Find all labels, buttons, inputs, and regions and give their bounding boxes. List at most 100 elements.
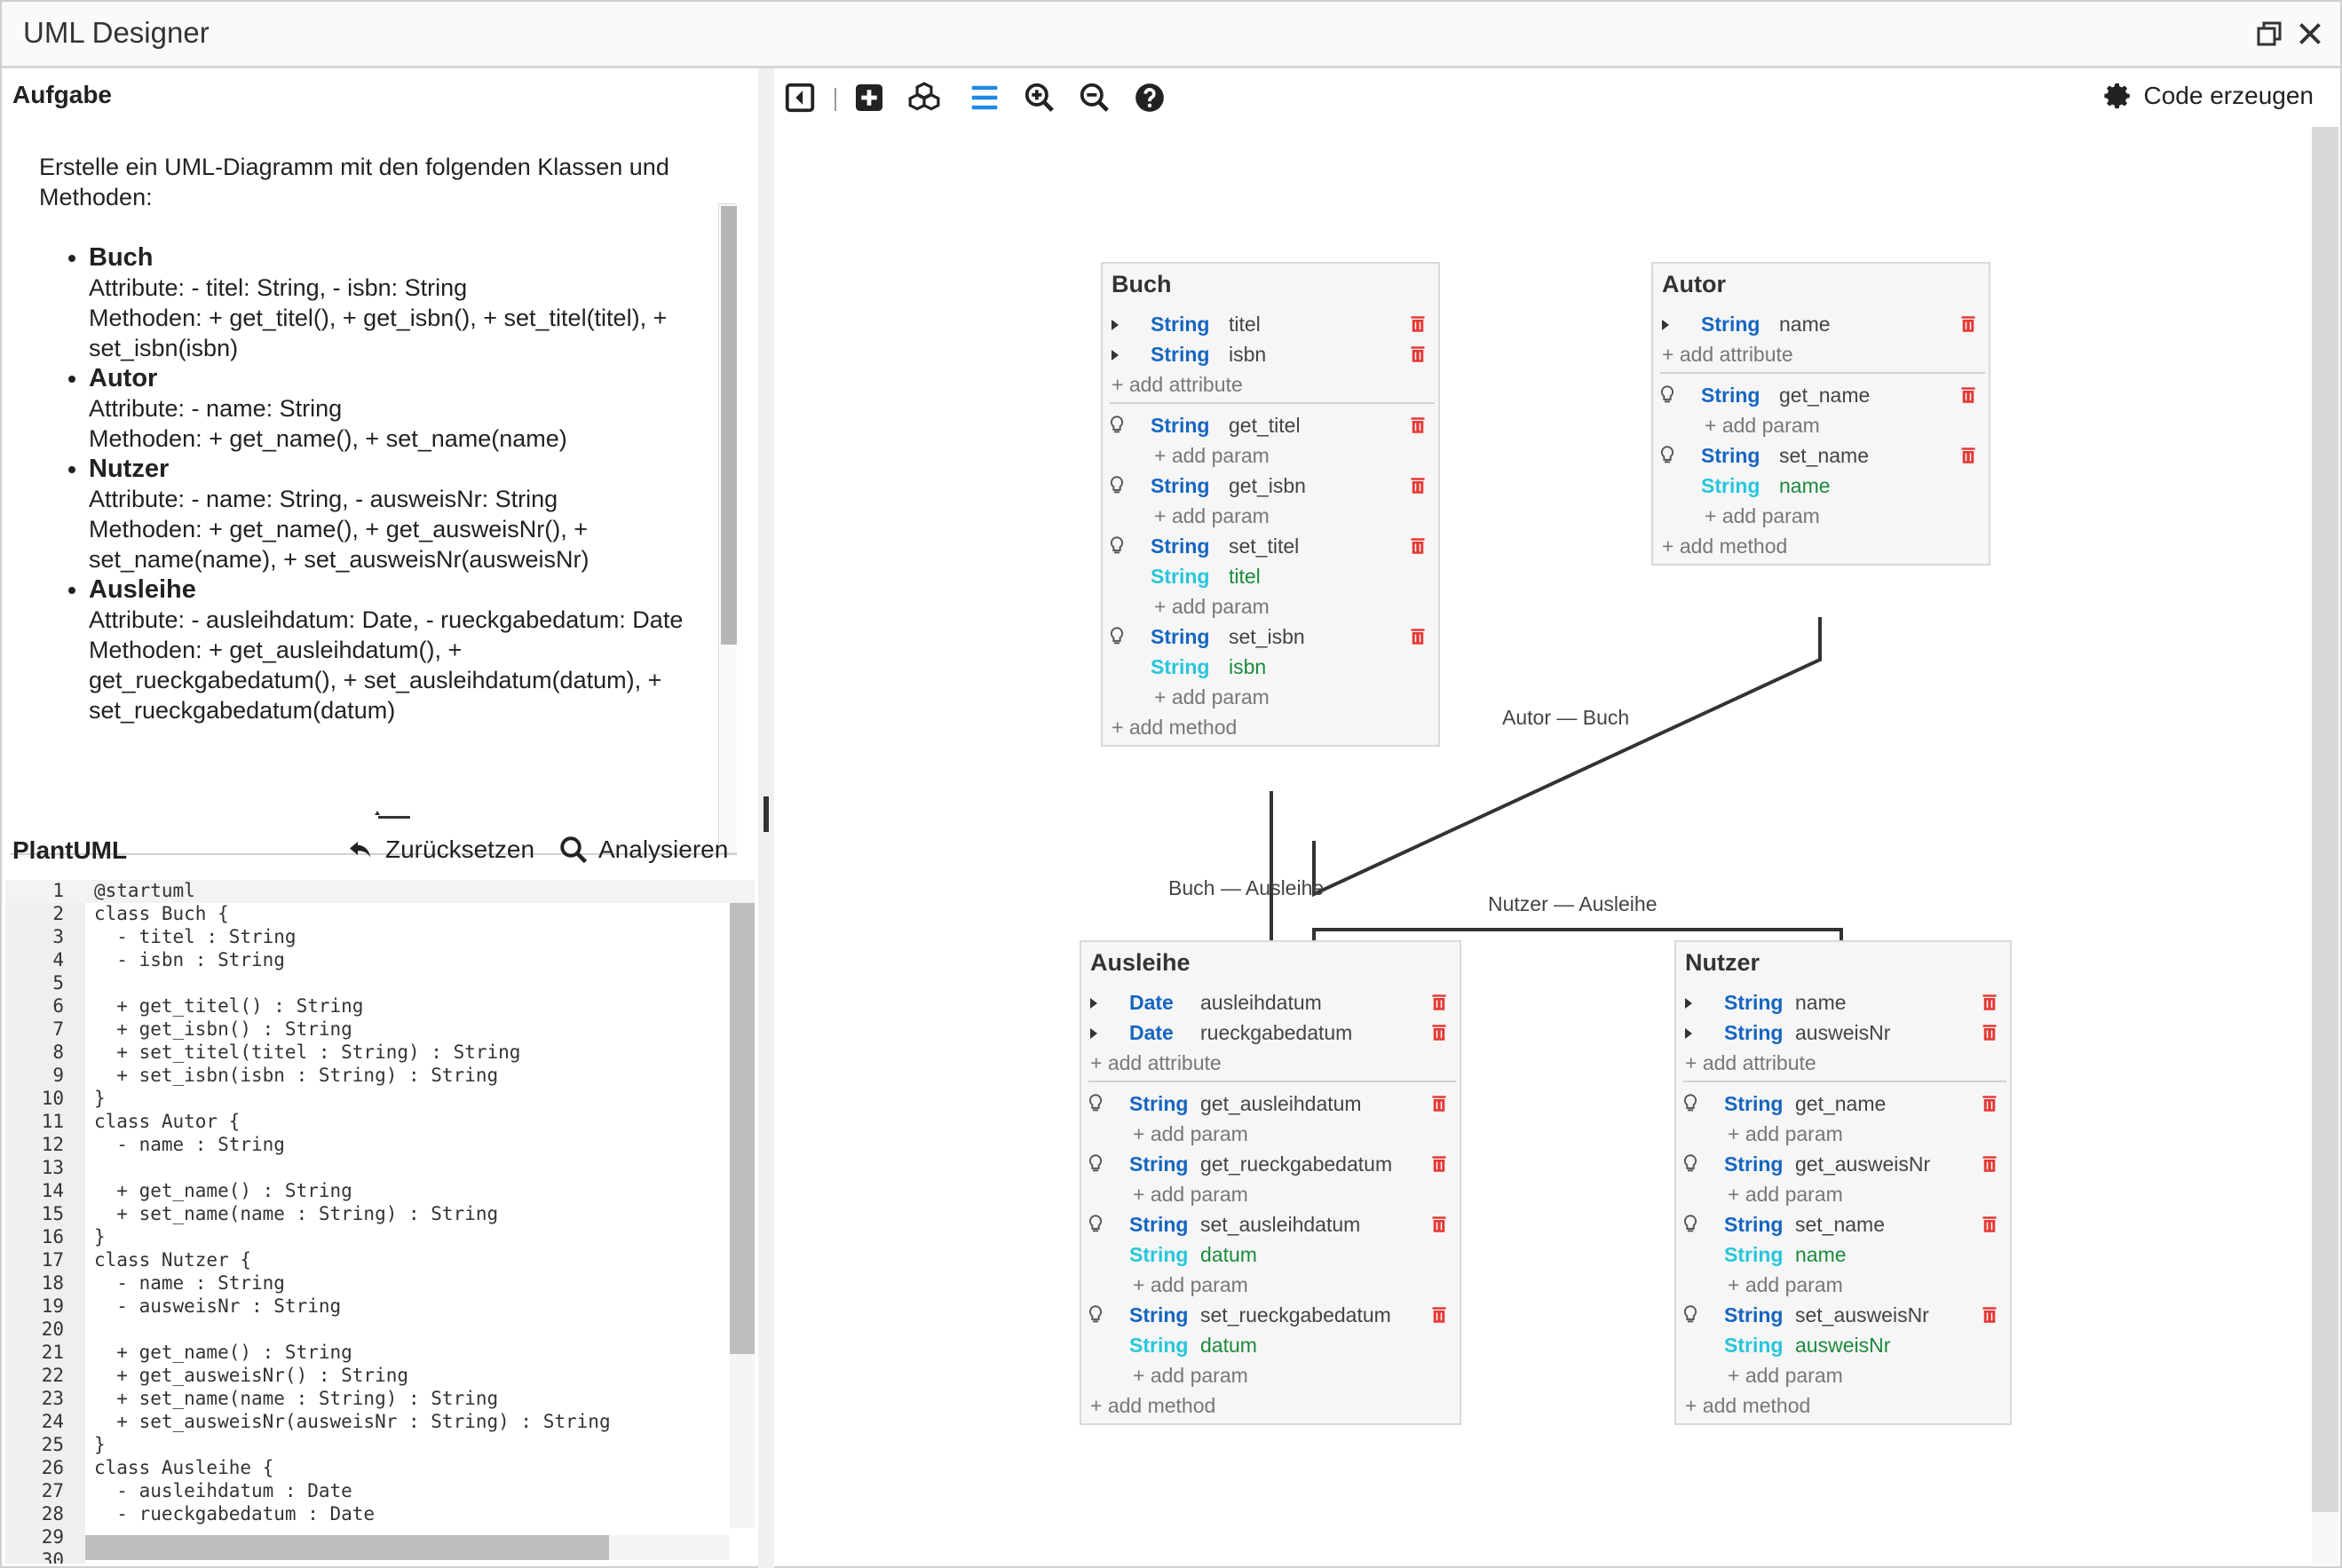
- add-param-link[interactable]: + add param: [1705, 504, 1820, 527]
- param-type[interactable]: String: [1129, 1334, 1189, 1357]
- param-name[interactable]: isbn: [1229, 655, 1267, 678]
- param-name[interactable]: ausweisNr: [1795, 1334, 1891, 1357]
- lightbulb-icon[interactable]: [1659, 446, 1675, 465]
- add-param-link[interactable]: + add param: [1728, 1122, 1843, 1145]
- code-text[interactable]: class Buch {: [94, 903, 229, 924]
- delete-icon[interactable]: [1431, 1095, 1447, 1113]
- code-line[interactable]: 28 - rueckgabedatum : Date: [5, 1503, 755, 1526]
- code-text[interactable]: - titel : String: [94, 926, 297, 947]
- method-return-type[interactable]: String: [1151, 474, 1210, 497]
- delete-icon[interactable]: [1410, 628, 1426, 645]
- attribute-type[interactable]: String: [1151, 313, 1210, 336]
- editor-horizontal-thumb[interactable]: [85, 1535, 609, 1560]
- restore-icon[interactable]: [2253, 18, 2285, 50]
- code-text[interactable]: + get_ausweisNr() : String: [94, 1365, 409, 1386]
- delete-icon[interactable]: [1431, 1155, 1447, 1173]
- delete-icon[interactable]: [1982, 994, 1998, 1011]
- add-param-link[interactable]: + add param: [1133, 1273, 1248, 1296]
- delete-icon[interactable]: [1960, 447, 1976, 464]
- param-row[interactable]: String isbn: [1103, 653, 1438, 681]
- delete-icon[interactable]: [1960, 315, 1976, 333]
- delete-icon[interactable]: [1982, 1155, 1998, 1173]
- code-line[interactable]: 4 - isbn : String: [5, 949, 755, 972]
- close-icon[interactable]: [2294, 18, 2326, 50]
- code-text[interactable]: class Autor {: [94, 1111, 241, 1132]
- delete-icon[interactable]: [1431, 1216, 1447, 1233]
- method-return-type[interactable]: String: [1151, 625, 1210, 648]
- task-scrollbar-thumb[interactable]: [721, 206, 737, 645]
- add-attribute-link[interactable]: + add attribute: [1662, 343, 1793, 366]
- code-text[interactable]: - rueckgabedatum : Date: [94, 1503, 376, 1524]
- code-text[interactable]: class Nutzer {: [94, 1249, 252, 1271]
- param-name[interactable]: titel: [1229, 565, 1261, 588]
- attribute-type[interactable]: String: [1724, 1021, 1784, 1044]
- add-param-link[interactable]: + add param: [1154, 685, 1270, 709]
- add-param-link[interactable]: + add param: [1728, 1364, 1843, 1387]
- add-method-link[interactable]: + add method: [1662, 535, 1788, 558]
- code-line[interactable]: 22 + get_ausweisNr() : String: [5, 1365, 755, 1388]
- expand-arrow-icon[interactable]: [1685, 1028, 1692, 1039]
- delete-icon[interactable]: [1431, 994, 1447, 1011]
- method-return-type[interactable]: String: [1724, 1303, 1784, 1326]
- method-return-type[interactable]: String: [1151, 535, 1210, 558]
- param-type[interactable]: String: [1151, 655, 1210, 678]
- reset-button[interactable]: Zurücksetzen: [344, 830, 534, 869]
- code-line[interactable]: 8 + set_titel(titel : String) : String: [5, 1041, 755, 1065]
- delete-icon[interactable]: [1410, 416, 1426, 434]
- param-name[interactable]: datum: [1200, 1334, 1257, 1357]
- vertical-divider[interactable]: [758, 68, 774, 1568]
- method-name[interactable]: set_name: [1795, 1213, 1886, 1236]
- add-param-link[interactable]: + add param: [1133, 1122, 1248, 1145]
- param-type[interactable]: String: [1724, 1334, 1784, 1357]
- code-line[interactable]: 19 - ausweisNr : String: [5, 1295, 755, 1319]
- expand-arrow-icon[interactable]: [1112, 350, 1119, 360]
- delete-icon[interactable]: [1982, 1095, 1998, 1113]
- code-line[interactable]: 5: [5, 972, 755, 995]
- code-line[interactable]: 1@startuml: [5, 880, 755, 903]
- delete-icon[interactable]: [1410, 537, 1426, 555]
- lightbulb-icon[interactable]: [1088, 1215, 1104, 1234]
- lightbulb-icon[interactable]: [1109, 536, 1125, 556]
- code-line[interactable]: 23 + set_name(name : String) : String: [5, 1388, 755, 1411]
- code-text[interactable]: + get_name() : String: [94, 1342, 352, 1363]
- attribute-name[interactable]: name: [1779, 313, 1831, 336]
- code-text[interactable]: }: [94, 1434, 106, 1455]
- code-text[interactable]: - name : String: [94, 1272, 285, 1294]
- method-name[interactable]: set_titel: [1229, 535, 1300, 558]
- expand-arrow-icon[interactable]: [1090, 998, 1097, 1009]
- add-param-link[interactable]: + add param: [1154, 595, 1270, 618]
- attribute-type[interactable]: String: [1701, 313, 1760, 336]
- expand-arrow-icon[interactable]: [1685, 998, 1692, 1009]
- lightbulb-icon[interactable]: [1088, 1094, 1104, 1113]
- delete-icon[interactable]: [1960, 386, 1976, 404]
- code-text[interactable]: - name : String: [94, 1134, 285, 1155]
- code-line[interactable]: 27 - ausleihdatum : Date: [5, 1480, 755, 1503]
- attribute-type[interactable]: Date: [1129, 991, 1174, 1014]
- class-name[interactable]: Buch: [1112, 271, 1172, 297]
- canvas-scrollbar-thumb[interactable]: [2312, 127, 2338, 1512]
- method-return-type[interactable]: String: [1129, 1092, 1189, 1115]
- attribute-name[interactable]: isbn: [1229, 343, 1267, 366]
- code-line[interactable]: 14 + get_name() : String: [5, 1180, 755, 1203]
- method-name[interactable]: get_titel: [1229, 414, 1301, 437]
- lightbulb-icon[interactable]: [1109, 627, 1125, 646]
- method-return-type[interactable]: String: [1129, 1213, 1189, 1236]
- panel-splitter[interactable]: [375, 807, 410, 819]
